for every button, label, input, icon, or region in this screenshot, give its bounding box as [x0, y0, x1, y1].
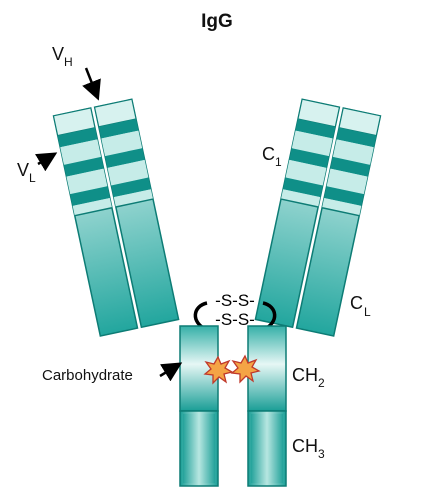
vh-label: V H	[52, 44, 73, 69]
diagram-title: IgG	[201, 11, 233, 32]
carbohydrate-label: Carbohydrate	[42, 367, 133, 384]
svg-text:V: V	[52, 44, 64, 64]
ch3-label: CH 3	[292, 436, 325, 461]
left-light-chain	[52, 107, 139, 337]
disulfide-bond-top: -S-S-	[215, 291, 255, 310]
right-heavy-chain-fc	[247, 325, 287, 487]
left-fab-arm	[52, 98, 180, 337]
svg-text:2: 2	[318, 376, 325, 390]
right-heavy-chain-fab	[254, 98, 341, 329]
right-fab-arm	[254, 98, 382, 337]
cl-label: C L	[350, 293, 371, 319]
vl-label: V L	[17, 160, 36, 185]
vh-arrow-icon	[82, 67, 101, 101]
carbohydrate-arrow-icon	[159, 362, 183, 382]
svg-text:V: V	[17, 160, 29, 180]
svg-text:L: L	[364, 305, 371, 319]
carbohydrate-star-icon	[203, 355, 234, 385]
vl-arrow-icon	[34, 152, 58, 172]
svg-text:L: L	[29, 171, 36, 185]
svg-text:3: 3	[318, 447, 325, 461]
left-heavy-chain-fab	[93, 98, 180, 329]
disulfide-bond-bottom: -S-S-	[215, 310, 255, 329]
svg-text:C: C	[350, 293, 363, 313]
svg-text:CH: CH	[292, 436, 318, 456]
c1-label: C 1	[262, 144, 282, 169]
left-heavy-chain-fc	[179, 325, 219, 487]
right-light-chain	[295, 107, 382, 337]
ch2-label: CH 2	[292, 365, 325, 390]
svg-text:1: 1	[275, 155, 282, 169]
carbohydrate-star-icon	[230, 354, 261, 384]
fc-region	[179, 325, 287, 487]
svg-text:CH: CH	[292, 365, 318, 385]
svg-text:C: C	[262, 144, 275, 164]
svg-text:H: H	[64, 55, 73, 69]
